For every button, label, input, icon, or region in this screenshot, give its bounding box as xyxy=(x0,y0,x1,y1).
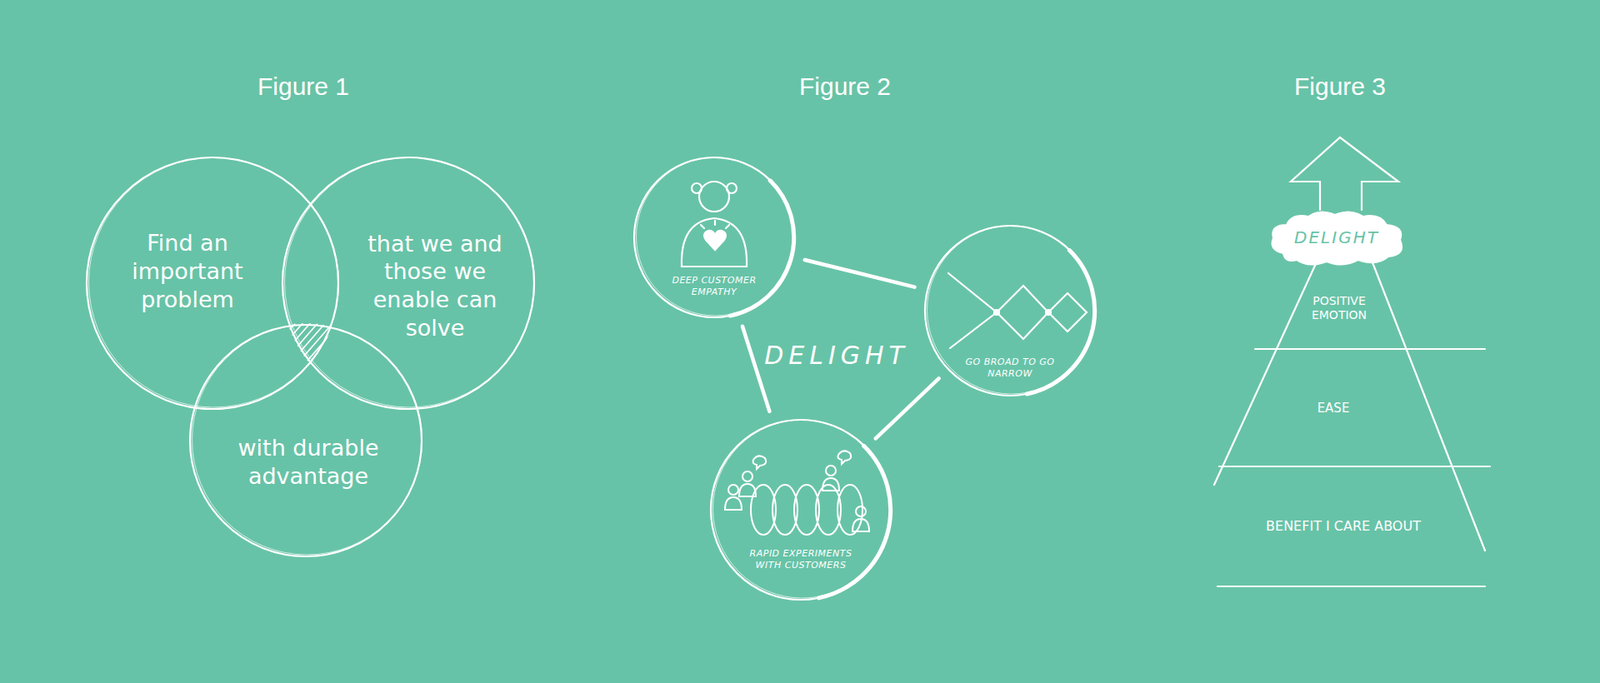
sketch-stroke xyxy=(713,420,892,599)
sketch-stroke xyxy=(819,445,891,599)
figure-title: Figure 1 xyxy=(257,72,350,101)
node-text: GO BROAD TO GO NARROW xyxy=(960,356,1060,380)
broad-narrow-icon xyxy=(948,273,1087,349)
figure-title: Figure 2 xyxy=(799,72,891,101)
node-text: with durable advantage xyxy=(220,434,396,491)
sketch-stroke xyxy=(1026,250,1095,395)
connector-line xyxy=(805,260,915,288)
practice-circle: RAPID EXPERIMENTS WITH CUSTOMERS xyxy=(709,418,893,602)
empathy-icon xyxy=(681,181,747,267)
practice-circle: DEEP CUSTOMER EMPATHY xyxy=(632,155,796,320)
circle-outline xyxy=(710,420,891,600)
center-word: DELIGHT xyxy=(764,340,910,370)
circle-outline xyxy=(634,157,795,318)
node-text: RAPID EXPERIMENTS WITH CUSTOMERS xyxy=(738,548,864,572)
mountain xyxy=(1214,137,1490,587)
practice-circle: GO BROAD TO GO NARROW xyxy=(923,224,1097,398)
node-text: BENEFIT I CARE ABOUT xyxy=(1218,518,1469,535)
venn-circle: that we and those we enable can solve xyxy=(280,155,536,411)
delight-cloud: DELIGHT xyxy=(1266,210,1407,265)
sketch-stroke xyxy=(285,157,535,408)
hatch xyxy=(250,308,406,375)
node-text: DELIGHT xyxy=(1266,227,1407,249)
sketch-stroke xyxy=(730,180,794,316)
sketch-stroke xyxy=(927,225,1096,395)
node-text: EASE xyxy=(1250,400,1417,417)
experiments-icon xyxy=(725,450,870,535)
sketch-stroke xyxy=(192,325,423,555)
node-text: POSITIVE EMOTION xyxy=(1283,294,1395,324)
circle-outline xyxy=(925,225,1095,396)
sketch-stroke xyxy=(636,157,795,316)
pyramid-band: BENEFIT I CARE ABOUT xyxy=(1218,473,1469,580)
venn-circle: with durable advantage xyxy=(188,323,424,559)
node-outline xyxy=(709,418,893,602)
circle-outline xyxy=(190,325,422,557)
node-text: that we and those we enable can solve xyxy=(351,230,519,343)
pyramid-band: POSITIVE EMOTION xyxy=(1283,275,1395,342)
figure-title: Figure 3 xyxy=(1294,72,1386,101)
node-text: Find an important problem xyxy=(120,229,255,314)
pyramid-band: EASE xyxy=(1250,356,1417,460)
circle-outline xyxy=(282,157,535,410)
node-text: DEEP CUSTOMER EMPATHY xyxy=(660,275,769,299)
connector-line xyxy=(875,378,940,439)
